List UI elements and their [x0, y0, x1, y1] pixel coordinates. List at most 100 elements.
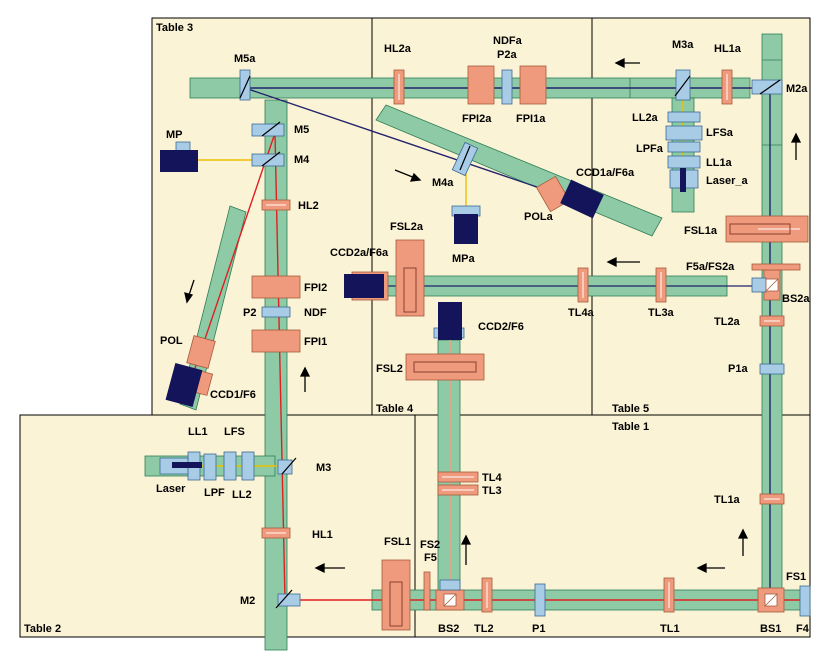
table-1-label: Table 1: [612, 421, 649, 433]
fpi2-block: [251, 275, 301, 299]
label-TL2a: TL2a: [714, 316, 741, 328]
fsl2a-block: [395, 239, 425, 317]
label-FS2: FS2: [420, 539, 440, 551]
label-FPI1: FPI1: [304, 336, 327, 348]
ccd1-camera: [165, 363, 203, 407]
label-BS2: BS2: [438, 623, 459, 635]
arrow-right-table4: [394, 169, 422, 182]
table-3-label: Table 3: [156, 22, 193, 34]
label-FPI1a: FPI1a: [516, 113, 546, 125]
label-FS1: FS1: [786, 571, 806, 583]
label-CCD2aF6a: CCD2a/F6a: [330, 247, 389, 259]
label-CCD2F6: CCD2/F6: [478, 321, 524, 333]
m5a-mount: [239, 69, 251, 101]
arrow-up-right: [790, 132, 802, 160]
m5-mount: [251, 123, 285, 137]
label-LFS: LFS: [224, 426, 245, 438]
label-TL3: TL3: [482, 485, 502, 497]
label-P1a: P1a: [728, 363, 748, 375]
rail-right-vertical: [761, 33, 783, 595]
beamsplitters: [443, 278, 779, 607]
label-BS2a: BS2a: [782, 293, 810, 305]
label-LPFa: LPFa: [636, 143, 664, 155]
arrow-left-bottom: [314, 562, 345, 574]
ll1a-lens: [667, 155, 701, 169]
f5a-fs2a-filter: [751, 263, 801, 271]
label-M2: M2: [240, 595, 255, 607]
label-M4a: M4a: [432, 177, 454, 189]
table-3-area: [151, 17, 373, 416]
label-P2: P2: [243, 307, 256, 319]
label-Laser: Laser: [156, 483, 186, 495]
laser-a-rod: [680, 168, 686, 192]
arrow-left-mid: [606, 256, 640, 268]
beam-red: [189, 132, 806, 601]
label-NDF: NDF: [304, 307, 327, 319]
fpi2a-block: [467, 65, 495, 105]
fpi1-block: [251, 329, 301, 353]
label-POLa: POLa: [524, 211, 554, 223]
label-LL1: LL1: [188, 426, 208, 438]
f4-filter: [799, 585, 811, 617]
arrow-left-bottom-right: [696, 562, 725, 574]
label-POL: POL: [160, 335, 183, 347]
label-M5a: M5a: [234, 53, 256, 65]
label-MP: MP: [166, 129, 183, 141]
fpi1a-block: [519, 65, 547, 105]
label-M3a: M3a: [672, 39, 694, 51]
label-MPa: MPa: [452, 253, 476, 265]
fs2-filter: [423, 571, 431, 611]
bs2a-housing: [751, 277, 767, 293]
mpa-camera: [454, 214, 478, 244]
label-CCD1aF6a: CCD1a/F6a: [576, 167, 635, 179]
table-5-label: Table 5: [612, 403, 649, 415]
label-M2a: M2a: [786, 83, 808, 95]
label-LFSa: LFSa: [706, 127, 734, 139]
ccd1a-camera: [560, 179, 604, 219]
label-FSL2a: FSL2a: [390, 221, 424, 233]
label-FSL1a: FSL1a: [684, 225, 718, 237]
table-2-area: [19, 414, 416, 638]
ll2a-lens: [667, 111, 701, 123]
table-4-label: Table 4: [376, 403, 414, 415]
label-TL1a: TL1a: [714, 494, 741, 506]
label-LPF: LPF: [204, 487, 225, 499]
arrow-up-left-rail: [299, 366, 311, 392]
label-M3: M3: [316, 462, 331, 474]
arrow-down-pol: [184, 279, 195, 304]
label-M4: M4: [294, 154, 310, 166]
label-FPI2: FPI2: [304, 282, 327, 294]
fsl2-block: [405, 353, 485, 381]
label-TL4: TL4: [482, 472, 502, 484]
label-FSL1: FSL1: [384, 536, 411, 548]
mirror-lines: [239, 75, 781, 609]
arrow-up-center: [460, 534, 472, 565]
lfs-filter: [223, 451, 237, 481]
label-TL1: TL1: [660, 623, 680, 635]
label-F5aFS2a: F5a/FS2a: [686, 261, 735, 273]
label-TL4a: TL4a: [568, 307, 595, 319]
lpfa-filter: [667, 141, 701, 153]
component-labels: M5a HL2a NDFa P2a M3a HL1a M2a MP M5 M4 …: [156, 35, 810, 635]
m2-mount: [277, 593, 301, 607]
label-TL2: TL2: [474, 623, 494, 635]
cameras: [160, 150, 686, 468]
flow-arrows: [184, 57, 802, 574]
bs2-housing: [439, 579, 461, 591]
p1-polarizer: [534, 583, 546, 617]
m4-mount: [251, 153, 285, 167]
ccd2a-camera: [344, 274, 384, 298]
lpf-filter: [203, 453, 217, 481]
label-HL1a: HL1a: [714, 43, 742, 55]
label-FPI2a: FPI2a: [462, 113, 492, 125]
label-HL1: HL1: [312, 529, 333, 541]
label-Laser_a: Laser_a: [706, 175, 748, 187]
fsl1-block: [381, 559, 411, 631]
mp-camera: [160, 150, 198, 172]
label-P1: P1: [532, 623, 545, 635]
label-LL2a: LL2a: [632, 112, 659, 124]
label-CCD1F6: CCD1/F6: [210, 389, 256, 401]
label-F4: F4: [796, 623, 810, 635]
label-LL1a: LL1a: [706, 157, 733, 169]
